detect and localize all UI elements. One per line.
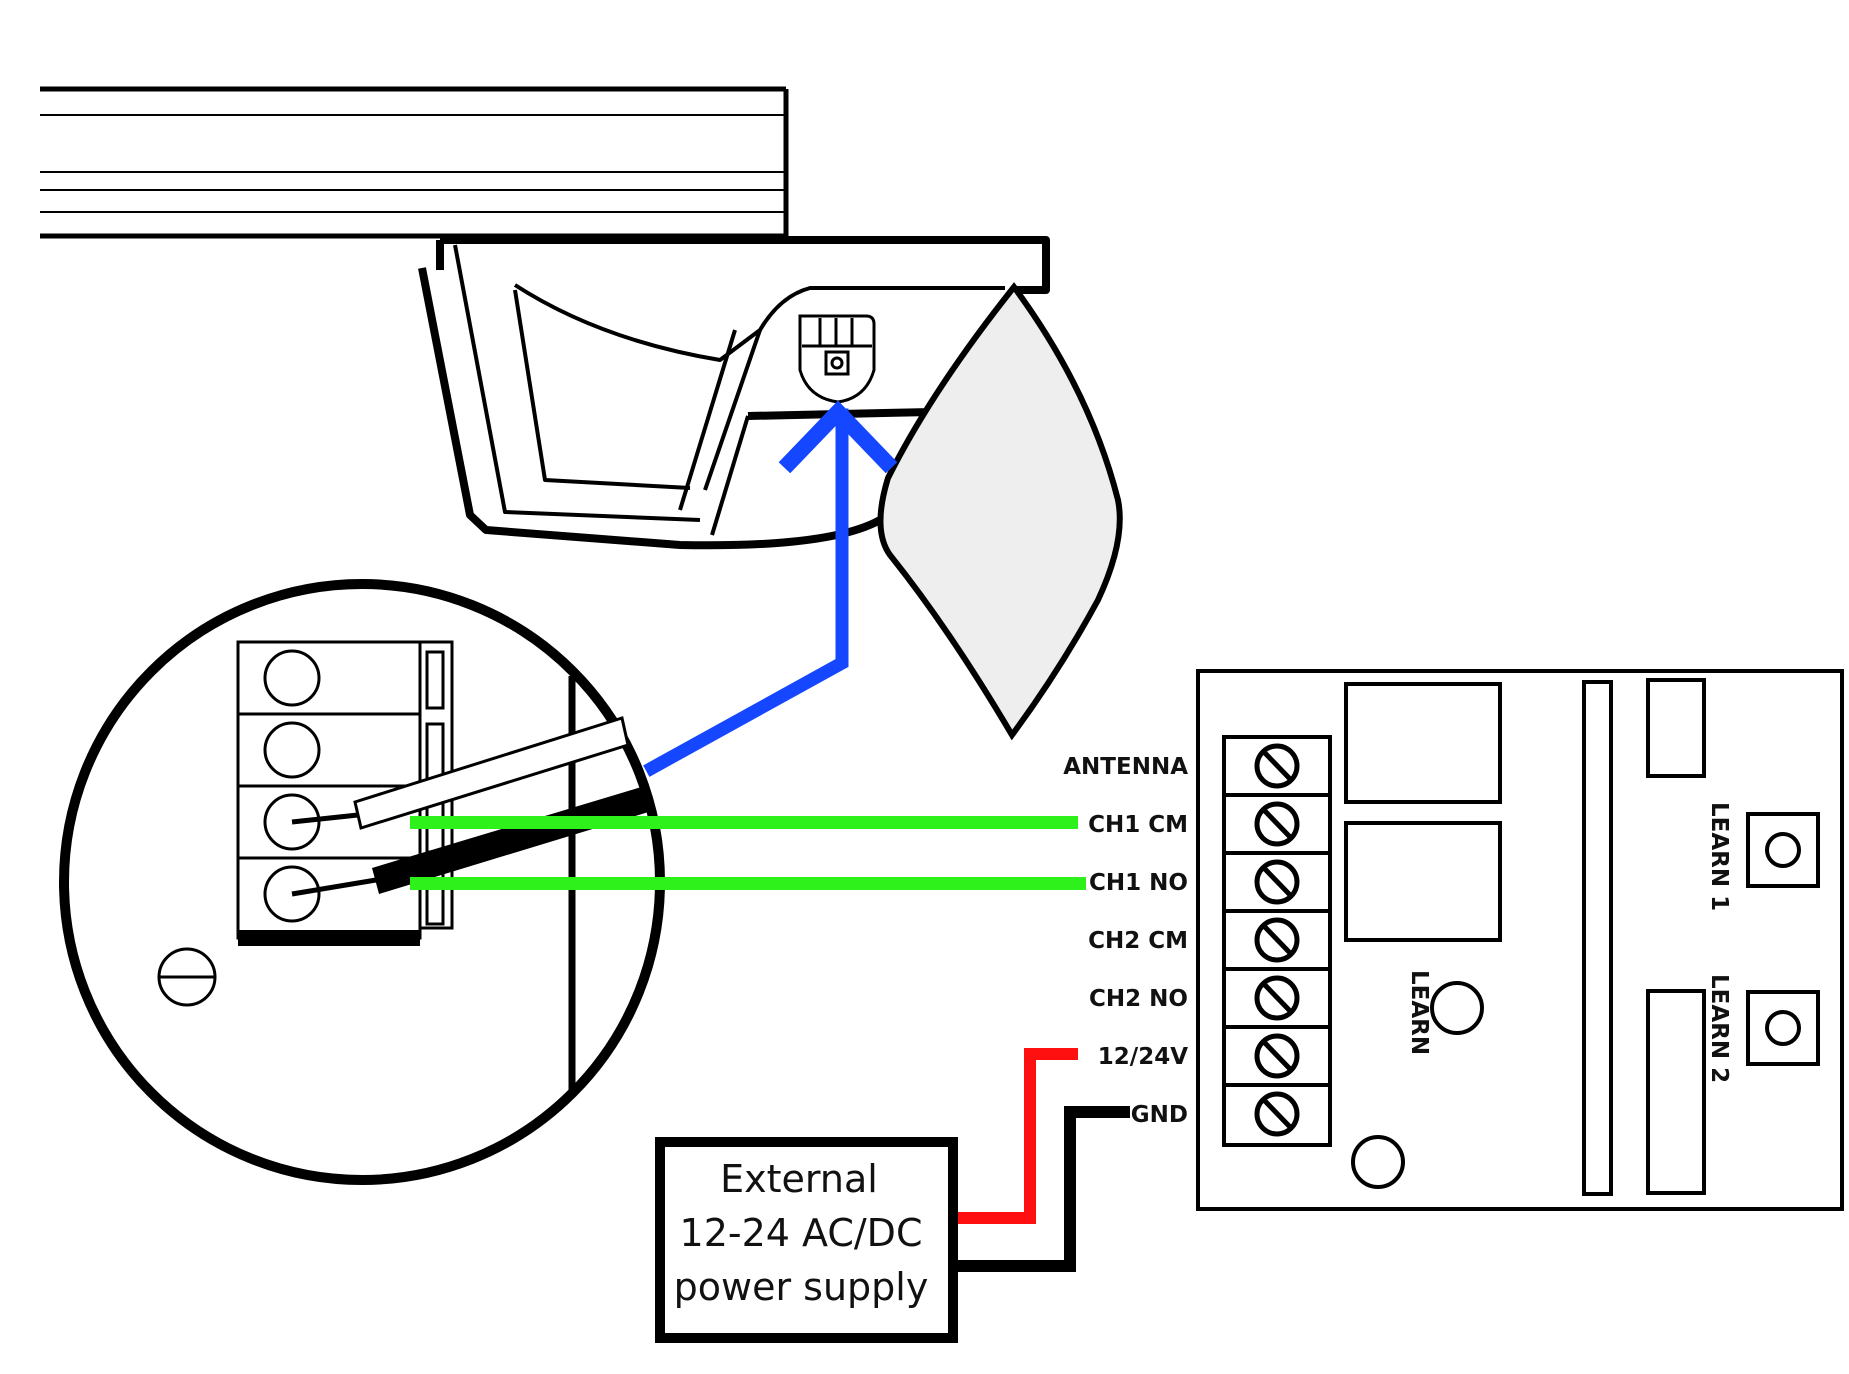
receiver-board: [1196, 669, 1844, 1211]
signal-wire: [643, 400, 898, 777]
relay-wires: [410, 816, 1086, 890]
opener-housing: [418, 236, 1050, 550]
housing-terminal-block: [798, 314, 876, 404]
learn-label-main: LEARN: [1406, 970, 1432, 1055]
power-supply-line-3: power supply: [674, 1265, 929, 1309]
light-lens: [877, 282, 1123, 741]
learn-label-2: LEARN 2: [1706, 974, 1732, 1083]
power-wires: [953, 1048, 1130, 1272]
power-supply-line-1: External: [720, 1157, 878, 1201]
terminal-label-ch1-cm: CH1 CM: [1088, 812, 1188, 838]
terminal-label-ch2-no: CH2 NO: [1089, 986, 1188, 1012]
terminal-labels: ANTENNA CH1 CM CH1 NO CH2 CM CH2 NO 12/2…: [1063, 754, 1188, 1128]
power-supply-box: External 12-24 AC/DC power supply: [655, 1137, 958, 1343]
door-rail: [40, 86, 789, 239]
terminal-label-antenna: ANTENNA: [1063, 754, 1188, 780]
terminal-label-gnd: GND: [1131, 1102, 1188, 1128]
learn-label-1: LEARN 1: [1706, 802, 1732, 911]
terminal-screws: [1254, 743, 1300, 1137]
terminal-detail-circle: [59, 579, 665, 1185]
terminal-label-ch1-no: CH1 NO: [1089, 870, 1188, 896]
power-supply-line-2: 12-24 AC/DC: [680, 1211, 923, 1255]
terminal-label-ch2-cm: CH2 CM: [1088, 928, 1188, 954]
terminal-label-12-24v: 12/24V: [1098, 1044, 1188, 1070]
